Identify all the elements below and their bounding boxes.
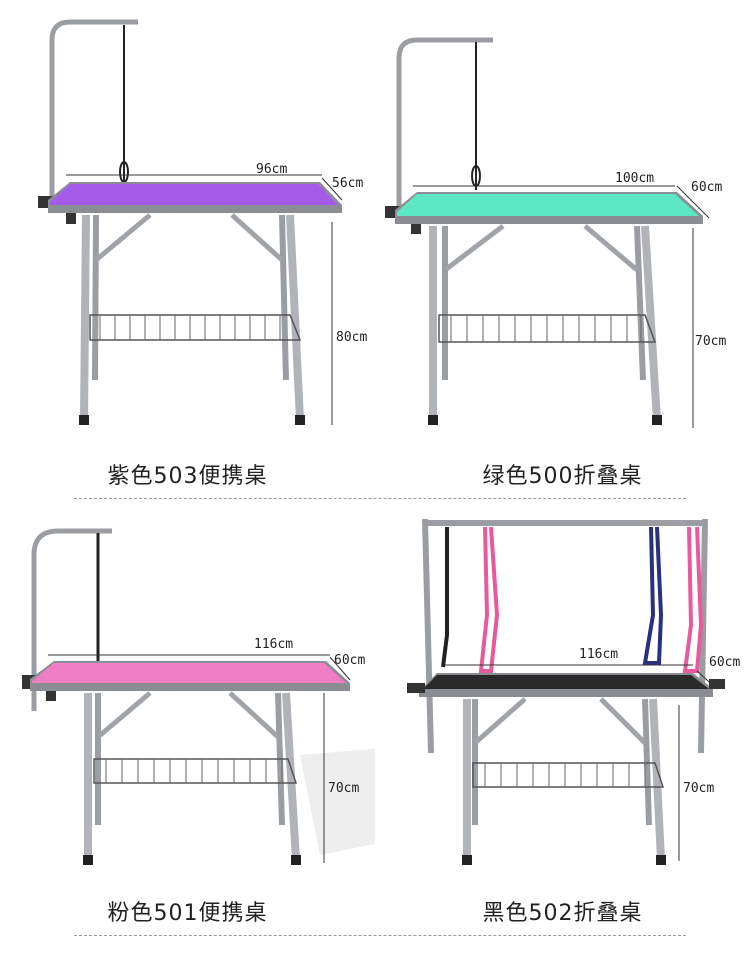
width-label: 116cm bbox=[579, 647, 619, 662]
pink-table-image bbox=[22, 528, 375, 865]
table-panel-purple: 96cm 56cm 80cm 紫色503便携桌 bbox=[0, 0, 375, 489]
height-label: 80cm bbox=[336, 330, 368, 345]
green-table-image bbox=[385, 37, 710, 428]
black-table-image bbox=[407, 518, 725, 865]
height-label: 70cm bbox=[683, 781, 715, 796]
depth-label: 60cm bbox=[691, 180, 723, 195]
depth-label: 60cm bbox=[709, 655, 741, 670]
table-panel-green: 100cm 60cm 70cm 绿色500折叠桌 bbox=[375, 0, 750, 489]
caption: 紫色503便携桌 bbox=[107, 464, 268, 489]
divider-bottom bbox=[74, 935, 686, 936]
height-label: 70cm bbox=[695, 334, 727, 349]
width-label: 116cm bbox=[254, 637, 294, 652]
table-panel-pink: 116cm 60cm 70cm 粉色501便携桌 bbox=[0, 475, 375, 945]
divider-top bbox=[74, 498, 686, 499]
height-label: 70cm bbox=[328, 781, 360, 796]
caption: 黑色502折叠桌 bbox=[482, 901, 643, 926]
caption: 粉色501便携桌 bbox=[107, 901, 268, 926]
caption: 绿色500折叠桌 bbox=[482, 464, 643, 489]
depth-label: 60cm bbox=[334, 653, 366, 668]
table-panel-black: 116cm 60cm 70cm 黑色502折叠桌 bbox=[375, 475, 750, 945]
purple-table-image bbox=[38, 19, 343, 425]
width-label: 96cm bbox=[256, 162, 288, 177]
depth-label: 56cm bbox=[332, 176, 364, 191]
width-label: 100cm bbox=[615, 171, 655, 186]
